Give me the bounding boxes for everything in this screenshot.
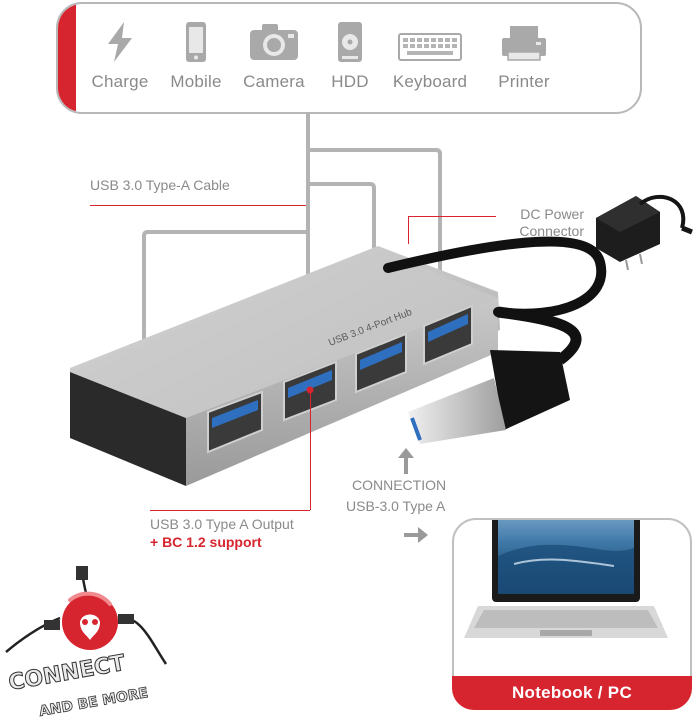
callout-connection-line1: CONNECTION	[352, 477, 447, 493]
usb-port	[423, 304, 473, 366]
device-label: Camera	[243, 72, 305, 91]
usb-port	[207, 390, 263, 454]
device-label: Keyboard	[392, 72, 468, 91]
printer-icon	[502, 26, 546, 61]
device-categories-bar: Charge Mobile Camera HDD	[56, 2, 642, 114]
brand-line1: CONNECT	[7, 651, 127, 696]
lightning-icon	[108, 22, 132, 62]
phone-icon	[186, 22, 206, 62]
right-arrow-icon	[404, 527, 428, 543]
dc-power-adapter	[596, 194, 693, 271]
device-item-camera: Camera	[242, 20, 306, 92]
brand-line2: AND BE MORE	[38, 685, 149, 720]
callout-output-line2: + BC 1.2 support	[150, 534, 262, 550]
device-item-charge: Charge	[90, 20, 150, 92]
device-item-hdd: HDD	[322, 20, 378, 92]
callout-underline	[408, 216, 496, 217]
device-label: Printer	[498, 72, 550, 91]
callout-underline	[150, 510, 310, 511]
connect-mascot-logo	[5, 566, 168, 665]
device-label: HDD	[331, 72, 369, 91]
callout-dc-line2: Connector	[519, 223, 584, 239]
callout-dc-line1: DC Power	[520, 206, 584, 222]
callout-cable: USB 3.0 Type-A Cable	[90, 177, 230, 193]
usb-plug-metal	[408, 378, 506, 444]
device-label: Mobile	[170, 72, 222, 91]
device-item-printer: Printer	[488, 20, 560, 92]
notebook-label: Notebook / PC	[452, 676, 692, 710]
usb-port	[355, 332, 407, 394]
usb-cable	[383, 236, 607, 319]
callout-connection-line2: USB-3.0 Type A	[346, 498, 446, 514]
callout-output-line1: USB 3.0 Type A Output	[150, 516, 294, 532]
device-item-mobile: Mobile	[166, 20, 226, 92]
up-arrow-icon	[398, 448, 414, 474]
callout-connector	[310, 392, 311, 510]
device-label: Charge	[91, 72, 149, 91]
hdd-icon	[338, 22, 362, 62]
callout-underline	[90, 205, 306, 206]
brand-wordmark: CONNECT AND BE MORE	[6, 650, 150, 720]
callout-connector	[408, 216, 409, 244]
red-marker-dot	[306, 386, 314, 394]
laptop-image	[464, 520, 668, 638]
usb-plug-housing	[490, 350, 570, 430]
camera-icon	[250, 24, 298, 60]
device-item-keyboard: Keyboard	[388, 20, 472, 92]
keyboard-icon	[398, 33, 462, 61]
